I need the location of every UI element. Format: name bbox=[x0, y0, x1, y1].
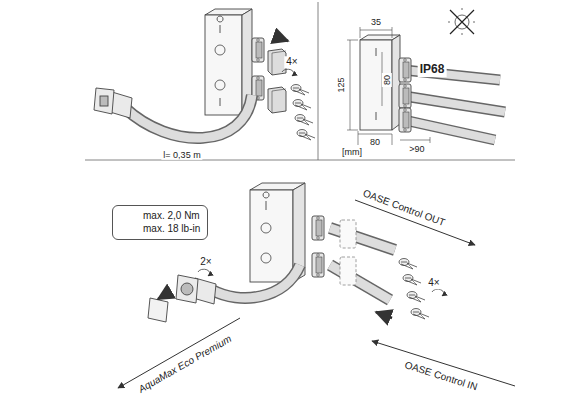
torque-box: max. 2,0 Nmmax. 18 lb-in bbox=[112, 205, 208, 240]
dimension: 80 bbox=[368, 137, 382, 147]
direction-label: AquaMax Eco Premium bbox=[135, 332, 235, 396]
dimension: 80 bbox=[382, 73, 392, 87]
count-label: 4× bbox=[426, 277, 441, 289]
length-label: l= 0,35 m bbox=[161, 150, 202, 160]
direction-label: OASE Control IN bbox=[401, 359, 480, 394]
dimension: >90 bbox=[407, 144, 426, 154]
unit-label: [mm] bbox=[340, 147, 364, 157]
torque-spec: max. 2,0 Nm bbox=[143, 210, 201, 223]
rating-label: IP68 bbox=[418, 63, 447, 77]
torque-spec: max. 18 lb-in bbox=[143, 223, 201, 236]
count-label: 4× bbox=[284, 56, 299, 68]
direction-label: OASE Control OUT bbox=[360, 187, 449, 230]
count-label: 2× bbox=[198, 256, 213, 268]
dimension: 35 bbox=[369, 17, 383, 27]
dimension: 125 bbox=[336, 75, 346, 94]
